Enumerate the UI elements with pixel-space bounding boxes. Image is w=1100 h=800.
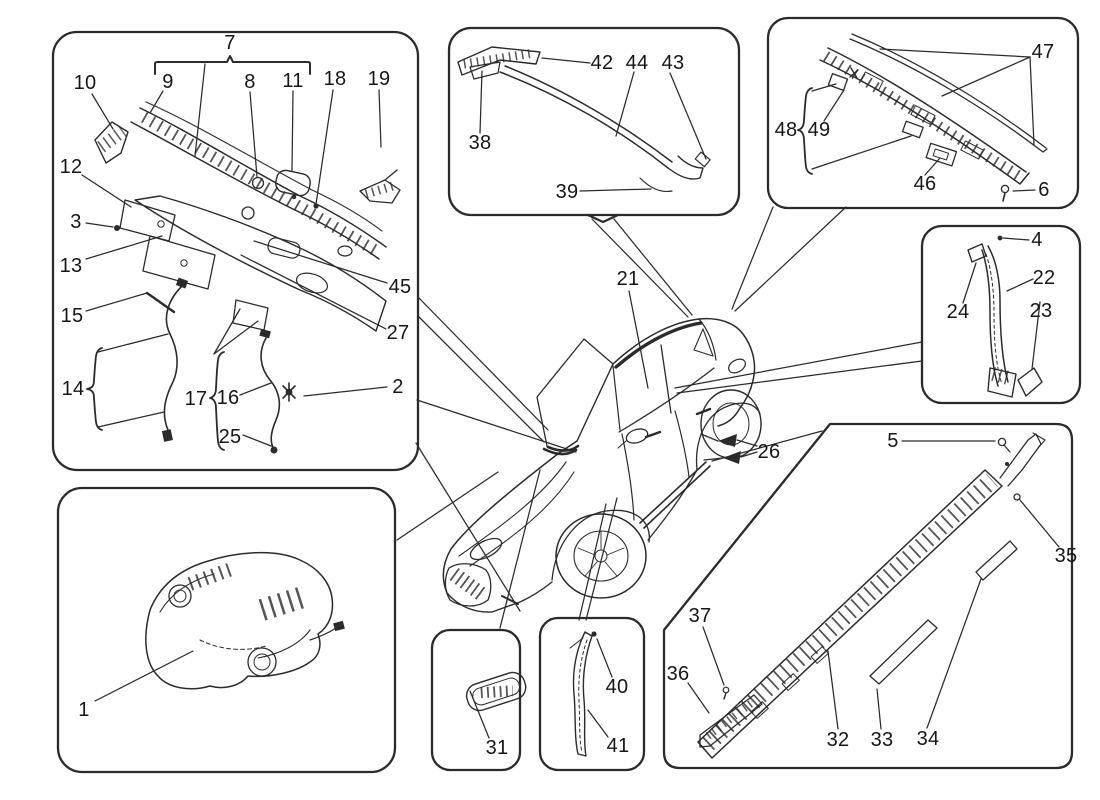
part-number-label-16: 16 <box>216 387 240 409</box>
brace-14 <box>86 347 103 431</box>
bracket-7 <box>154 55 311 75</box>
part-number-label-6: 6 <box>1038 179 1050 201</box>
part-number-label-43: 43 <box>661 52 685 74</box>
car-drawing <box>442 317 762 613</box>
part-number-label-9: 9 <box>162 71 174 93</box>
part-number-label-12: 12 <box>59 156 83 178</box>
pillar-trim-drawing <box>967 235 1043 398</box>
part-number-label-13: 13 <box>59 255 83 277</box>
part-number-label-31: 31 <box>485 737 509 759</box>
part-number-label-27: 27 <box>386 322 410 344</box>
part-number-label-38: 38 <box>468 132 492 154</box>
part-number-label-35: 35 <box>1054 545 1078 567</box>
part-number-label-23: 23 <box>1029 300 1053 322</box>
hose-part-14 <box>163 285 183 431</box>
part-number-label-47: 47 <box>1031 41 1055 63</box>
part-number-label-40: 40 <box>605 676 629 698</box>
windshield-trim-drawing <box>457 46 711 193</box>
brace-17 <box>209 351 225 451</box>
pad-part-23 <box>1017 367 1043 397</box>
side-skirt-drawing <box>697 432 1046 759</box>
part-number-label-26: 26 <box>757 441 781 463</box>
part-number-label-21: 21 <box>616 268 640 290</box>
part-number-label-4: 4 <box>1031 229 1043 251</box>
clip-part-2 <box>282 382 296 402</box>
screw-part-5 <box>997 437 1011 453</box>
clip-part-49 <box>827 67 859 92</box>
part-number-label-11: 11 <box>282 70 304 92</box>
part-number-label-5: 5 <box>887 430 899 452</box>
pin-part-40 <box>591 631 597 637</box>
part-number-label-18: 18 <box>323 68 347 90</box>
part-number-label-44: 44 <box>625 52 649 74</box>
rod-part-15 <box>145 291 176 314</box>
brace-48 <box>797 87 813 175</box>
side-skirt-box <box>662 422 1074 770</box>
screw-part-6 <box>1000 184 1010 202</box>
part-number-label-19: 19 <box>367 68 391 90</box>
door-trim-box <box>538 616 646 772</box>
clip-part-46 <box>925 142 958 167</box>
windshield-box-notch <box>586 213 620 224</box>
grommet-part-8 <box>251 176 265 190</box>
door-trim-drawing <box>569 631 597 757</box>
part-number-label-10: 10 <box>73 72 97 94</box>
part-number-label-25: 25 <box>218 426 242 448</box>
part-number-label-17: 17 <box>184 388 208 410</box>
end-bracket-part-36 <box>699 694 763 748</box>
part-number-label-15: 15 <box>60 305 84 327</box>
part-number-label-34: 34 <box>916 728 940 750</box>
headlight <box>469 537 503 561</box>
arrow-markers-26 <box>700 433 758 464</box>
grouping-brackets <box>86 55 813 451</box>
roof-molding-part-21 <box>614 321 703 369</box>
leader-lines <box>81 48 1060 739</box>
part-number-label-32: 32 <box>826 729 850 751</box>
part-number-label-42: 42 <box>590 52 614 74</box>
part-number-label-8: 8 <box>244 71 256 93</box>
panel-boxes <box>51 16 1082 774</box>
part-number-label-48: 48 <box>774 119 798 141</box>
part-number-label-37: 37 <box>688 605 712 627</box>
part-number-label-7: 7 <box>224 32 236 54</box>
part-number-label-1: 1 <box>78 699 90 721</box>
pad-part-11 <box>275 169 311 197</box>
mirror <box>625 428 649 444</box>
bracket-part-17 <box>232 299 269 331</box>
pillar-trim-box <box>920 224 1082 405</box>
part-number-label-46: 46 <box>913 173 937 195</box>
part-number-label-45: 45 <box>388 276 412 298</box>
cowl-assembly-drawing <box>94 101 401 454</box>
part-number-label-2: 2 <box>392 376 404 398</box>
part-number-label-33: 33 <box>870 729 894 751</box>
part-number-label-39: 39 <box>555 181 579 203</box>
part-number-label-49: 49 <box>807 119 831 141</box>
part-number-label-41: 41 <box>606 735 630 757</box>
engine-cover-box <box>56 486 397 774</box>
part-number-label-3: 3 <box>70 211 82 233</box>
tape-strip-part-34 <box>975 540 1018 581</box>
part-number-label-14: 14 <box>61 378 85 400</box>
part-number-label-24: 24 <box>946 301 970 323</box>
sill-molding-part-26 <box>639 461 711 529</box>
part-number-label-36: 36 <box>666 663 690 685</box>
front-wheel <box>555 513 647 599</box>
grille <box>444 563 492 607</box>
clip-part-48 <box>901 120 924 139</box>
rear-rail-box <box>766 16 1080 210</box>
rear-rail-drawing <box>819 33 1048 202</box>
screw-part-4 <box>997 235 1003 241</box>
tape-strip-part-33 <box>869 619 938 685</box>
engine-cover-drawing <box>145 551 345 690</box>
part-number-label-22: 22 <box>1032 267 1056 289</box>
screw-part-37 <box>722 686 730 700</box>
vent-grille-box <box>430 628 522 772</box>
screw-part-35 <box>1013 493 1021 501</box>
windshield-trim-box <box>447 26 741 217</box>
rear-wheel <box>700 389 762 459</box>
hose-part-16 <box>260 337 281 451</box>
clip-part-24 <box>967 243 987 263</box>
cowl-shield-box <box>51 30 420 472</box>
